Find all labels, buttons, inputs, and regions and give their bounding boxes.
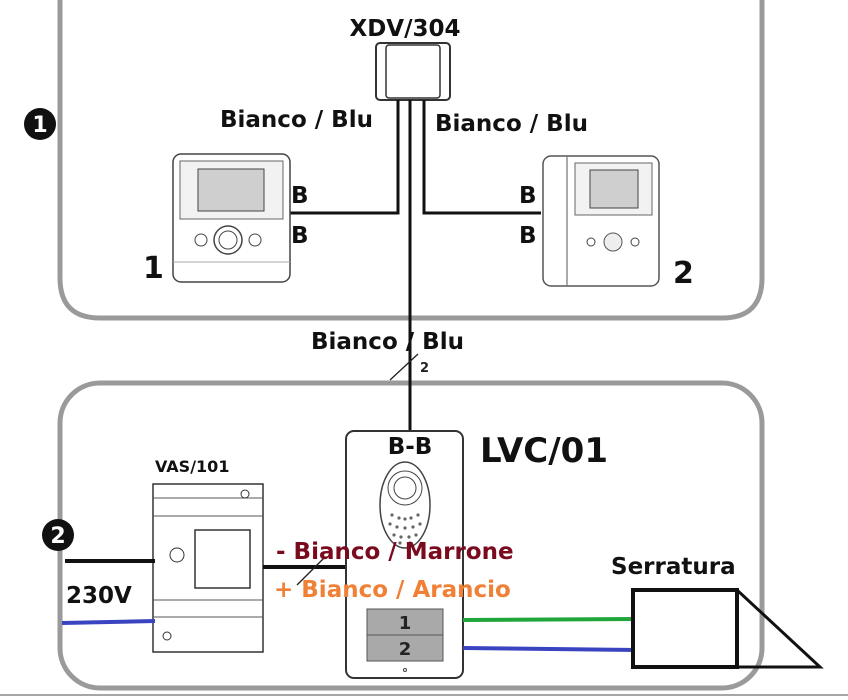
lock-device	[631, 588, 824, 669]
positive-wire-label: + Bianco / Arancio	[274, 577, 511, 603]
riser-conductor-count: 2	[420, 361, 429, 376]
mains-wire-blue	[61, 619, 156, 625]
wire-monitor2	[422, 100, 541, 215]
monitor2-terminal-bottom: B	[519, 223, 537, 249]
monitor-2	[542, 155, 660, 287]
lock-wire-green	[462, 617, 638, 622]
monitor-1	[172, 153, 291, 283]
riser-label: Bianco / Blu	[311, 329, 464, 355]
wire-monitor1	[290, 100, 400, 215]
negative-wire-label: - Bianco / Marrone	[276, 539, 514, 565]
lock-wire-blue	[462, 646, 638, 652]
panel-label: LVC/01	[480, 431, 608, 471]
section-marker-1-number: 1	[32, 113, 47, 138]
wire-right-label: Bianco / Blu	[435, 111, 588, 137]
section-marker-2: 2	[42, 519, 74, 551]
power-supply-label: VAS/101	[155, 457, 229, 476]
riser-conductor-tick	[389, 353, 419, 381]
monitor2-terminal-top: B	[519, 183, 537, 209]
monitor1-terminal-top: B	[291, 183, 309, 209]
monitor1-number: 1	[143, 251, 164, 286]
monitor1-terminal-bottom: B	[291, 223, 309, 249]
call-button-1[interactable]: 1	[366, 608, 444, 636]
call-button-2-number: 2	[399, 639, 412, 660]
mains-label: 230V	[66, 583, 132, 609]
splitter-device	[375, 42, 451, 101]
section-marker-2-number: 2	[50, 524, 65, 549]
supply-conductor-tick	[296, 556, 326, 586]
splitter-label: XDV/304	[349, 16, 460, 42]
lock-label: Serratura	[611, 554, 736, 580]
panel-terminal-label: B-B	[388, 434, 433, 460]
call-button-2[interactable]: 2	[366, 634, 444, 662]
section-marker-1: 1	[24, 108, 56, 140]
wire-left-label: Bianco / Blu	[220, 107, 373, 133]
call-button-1-number: 1	[399, 613, 412, 634]
power-supply-device	[152, 483, 264, 653]
monitor2-number: 2	[673, 256, 694, 291]
